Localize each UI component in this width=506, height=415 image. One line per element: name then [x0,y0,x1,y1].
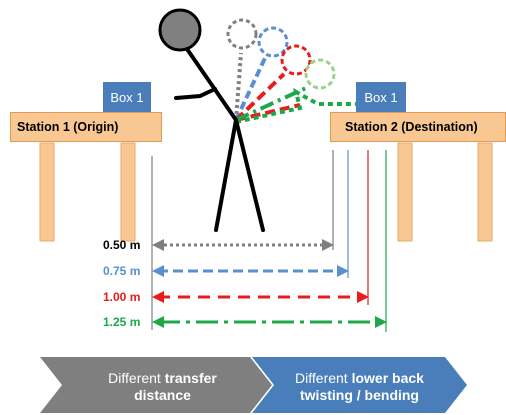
station1-legs [39,142,136,242]
banner-right-text: Different lower back twisting / bending [272,370,447,404]
banner-left-text: Different transfer distance [70,370,255,404]
ghost-torso-green [235,58,356,124]
distance-label-100: 1.00 m [103,290,141,304]
banner-right-line2: twisting / bending [300,387,419,403]
station2-legs [397,142,493,242]
box1-origin-label: Box 1 [110,89,144,105]
box1-destination: Box 1 [356,82,406,112]
banner-left-prefix: Different [108,370,165,386]
box1-destination-label: Box 1 [364,89,398,105]
chevron-left [40,357,272,413]
ghost-torso-gray [226,18,258,121]
distance-label-125: 1.25 m [103,315,141,329]
banner-right-bold: lower back [351,370,424,386]
station-origin-label: Station 1 (Origin) [17,120,119,134]
ghost-torso-red [234,44,312,122]
distance-label-075: 0.75 m [103,264,141,278]
ghost-torso-blue [234,26,289,121]
station-destination-label: Station 2 (Destination) [345,120,478,134]
station-origin: Station 1 (Origin) [10,112,162,142]
banner-right-prefix: Different [295,370,352,386]
chevron-right [252,357,467,413]
banner-left-bold: transfer [164,370,217,386]
banner-left-line2: distance [134,387,191,403]
stick-figure [158,8,265,232]
banner-chevrons [40,357,467,413]
station-destination: Station 2 (Destination) [330,112,506,142]
distance-label-050: 0.50 m [103,238,141,252]
box1-origin: Box 1 [103,82,151,112]
